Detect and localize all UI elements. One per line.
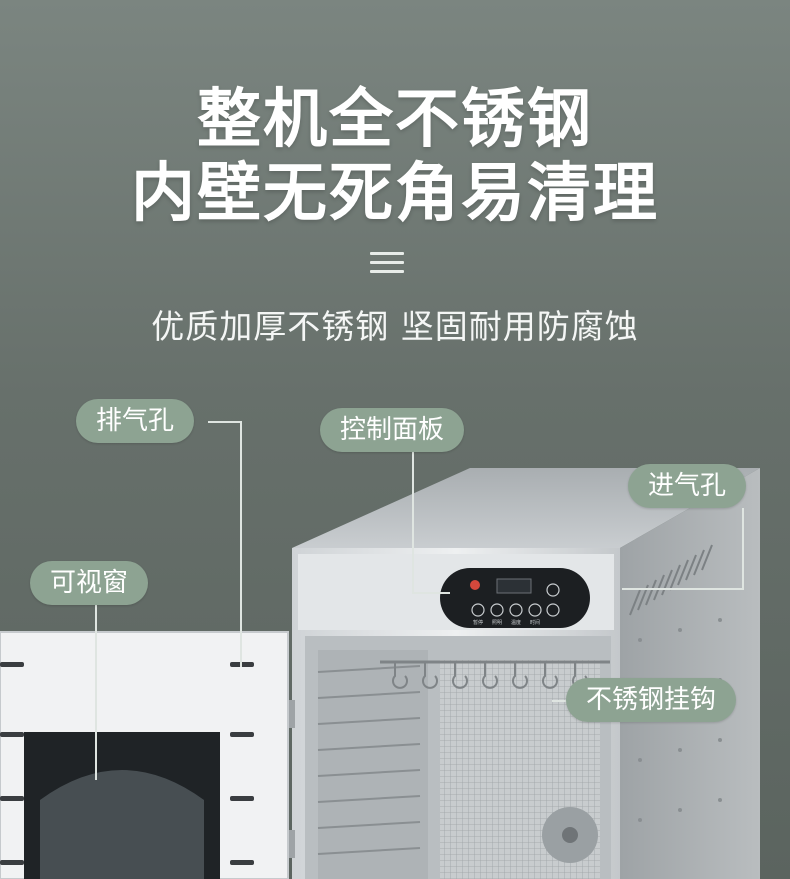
display-screen bbox=[496, 578, 532, 594]
control-panel bbox=[440, 568, 590, 628]
headline-line-1: 整机全不锈钢 bbox=[197, 83, 593, 157]
food-dehydrator-illustration: 暂停 照明 温度 时间 bbox=[0, 468, 760, 879]
hinge bbox=[289, 700, 295, 728]
hinge bbox=[289, 830, 295, 858]
light-button bbox=[490, 603, 504, 617]
power-button bbox=[470, 580, 480, 590]
time-label: 时间 bbox=[530, 619, 540, 626]
left-inner-wall bbox=[318, 650, 428, 879]
exhaust-slots bbox=[0, 662, 254, 865]
pause-button bbox=[471, 603, 485, 617]
callout-hooks: 不锈钢挂钩 bbox=[566, 678, 737, 722]
plus-button bbox=[546, 583, 560, 597]
subtitle: 优质加厚不锈钢 坚固耐用防腐蚀 bbox=[151, 307, 639, 346]
callout-intake: 进气孔 bbox=[628, 464, 747, 508]
headline-line-2: 内壁无死角易清理 bbox=[131, 157, 659, 231]
exhaust-leader bbox=[208, 421, 242, 667]
viewing-window bbox=[40, 770, 204, 879]
intake-leader bbox=[742, 508, 746, 588]
intake-vents bbox=[629, 544, 713, 616]
temp-button bbox=[509, 603, 523, 617]
divider-icon bbox=[370, 248, 404, 276]
light-label: 照明 bbox=[492, 620, 502, 626]
tray-rails bbox=[317, 665, 421, 855]
callout-window: 可视窗 bbox=[30, 561, 149, 605]
callout-exhaust: 排气孔 bbox=[76, 399, 195, 443]
control-panel-leader bbox=[412, 452, 450, 594]
callout-control-panel: 控制面板 bbox=[320, 408, 465, 452]
temp-label: 温度 bbox=[511, 619, 521, 626]
window-leader bbox=[95, 604, 99, 780]
time-button bbox=[528, 603, 542, 617]
cabinet-side-panel bbox=[620, 468, 760, 879]
pause-label: 暂停 bbox=[473, 619, 483, 626]
intake-leader-h bbox=[622, 588, 744, 592]
minus-button bbox=[546, 603, 560, 617]
